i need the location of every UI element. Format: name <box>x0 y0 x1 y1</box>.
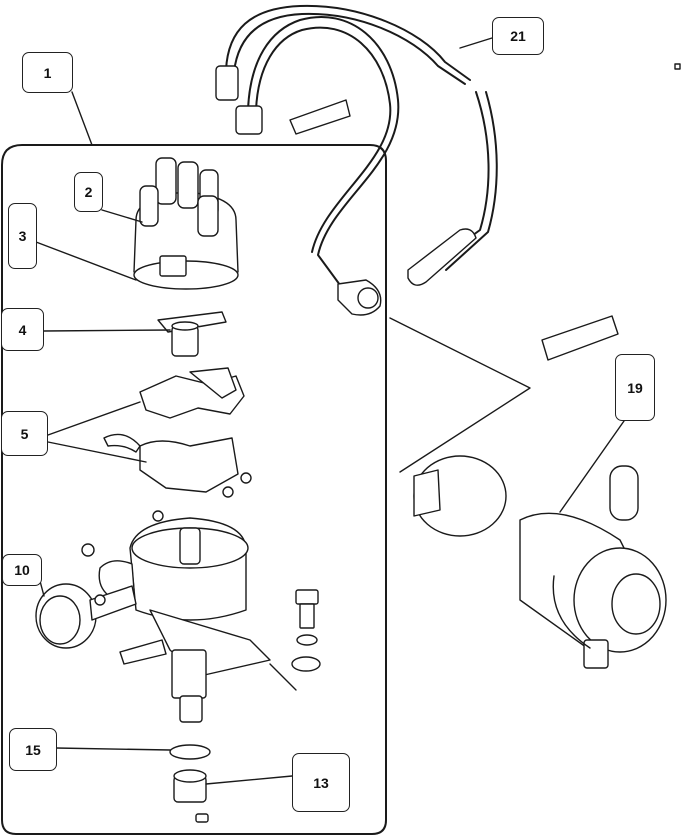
o-ring <box>169 744 211 760</box>
ignition-coil <box>389 317 667 669</box>
ht-leads <box>215 4 619 361</box>
leader-lines <box>35 37 625 785</box>
callout-21: 21 <box>492 17 544 55</box>
callout-15: 15 <box>9 728 57 771</box>
distributor-body <box>81 510 271 723</box>
corner-mark <box>674 63 681 70</box>
callout-2: 2 <box>74 172 103 212</box>
callout-3: 3 <box>8 203 37 269</box>
callout-4: 4 <box>1 308 44 351</box>
rotor-arm <box>157 311 227 357</box>
callout-5: 5 <box>1 411 48 456</box>
contact-breaker-set <box>103 367 252 498</box>
callout-13: 13 <box>292 753 350 812</box>
distributor-cap <box>133 157 239 290</box>
clamp-bolt-washers <box>269 589 321 691</box>
vacuum-advance-unit <box>35 583 137 649</box>
drive-gear <box>173 769 209 823</box>
callout-10: 10 <box>2 554 42 586</box>
group-frame <box>1 144 387 835</box>
callout-1: 1 <box>22 52 73 93</box>
callout-19: 19 <box>615 354 655 421</box>
